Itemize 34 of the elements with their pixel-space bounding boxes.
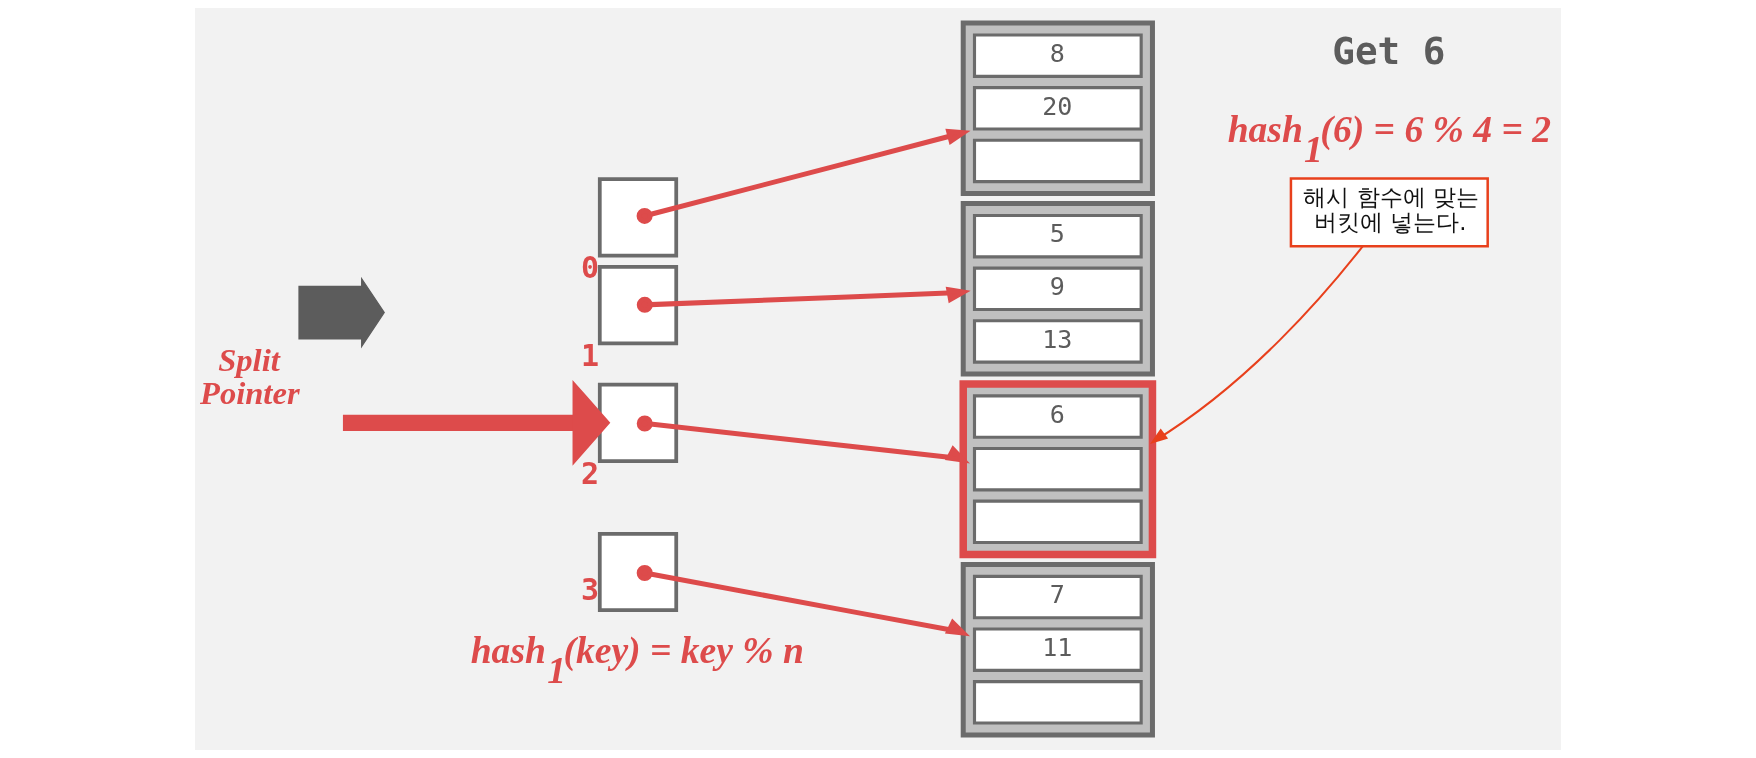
label: Get 6 — [1332, 28, 1446, 73]
node-box — [972, 138, 1143, 184]
node-box: 7 — [972, 574, 1143, 620]
node-box: 5 — [972, 213, 1143, 259]
node-label: 0 — [580, 250, 600, 286]
cluster — [960, 20, 1155, 197]
arrow — [636, 565, 971, 637]
node-box: 8 — [972, 33, 1143, 78]
arrow — [636, 415, 970, 464]
node-box — [597, 264, 679, 346]
node-box: 6 — [972, 394, 1143, 439]
node-label: 3 — [580, 572, 600, 608]
arrow — [636, 128, 971, 224]
node-box: 9 — [972, 266, 1143, 311]
node-box — [972, 499, 1143, 545]
node-box: 13 — [972, 319, 1143, 364]
node-box — [597, 382, 679, 463]
node-box: 20 — [972, 86, 1143, 131]
arrow — [342, 379, 611, 466]
cluster — [960, 201, 1155, 377]
node-label: 1 — [580, 338, 600, 374]
node-label: 2 — [580, 455, 600, 491]
node-box — [597, 177, 679, 258]
arrow — [636, 286, 971, 313]
node-box — [972, 680, 1143, 725]
cluster — [959, 380, 1157, 559]
cluster — [960, 561, 1155, 738]
node-box — [597, 531, 679, 613]
arrow — [1150, 245, 1364, 445]
node-box — [972, 447, 1143, 492]
node-box: 11 — [972, 627, 1143, 672]
node-box: 해시 함수에 맞는 버킷에 넣는다. — [1289, 177, 1489, 248]
node-arrow — [298, 276, 385, 349]
node-label: Split Pointer — [200, 342, 300, 411]
